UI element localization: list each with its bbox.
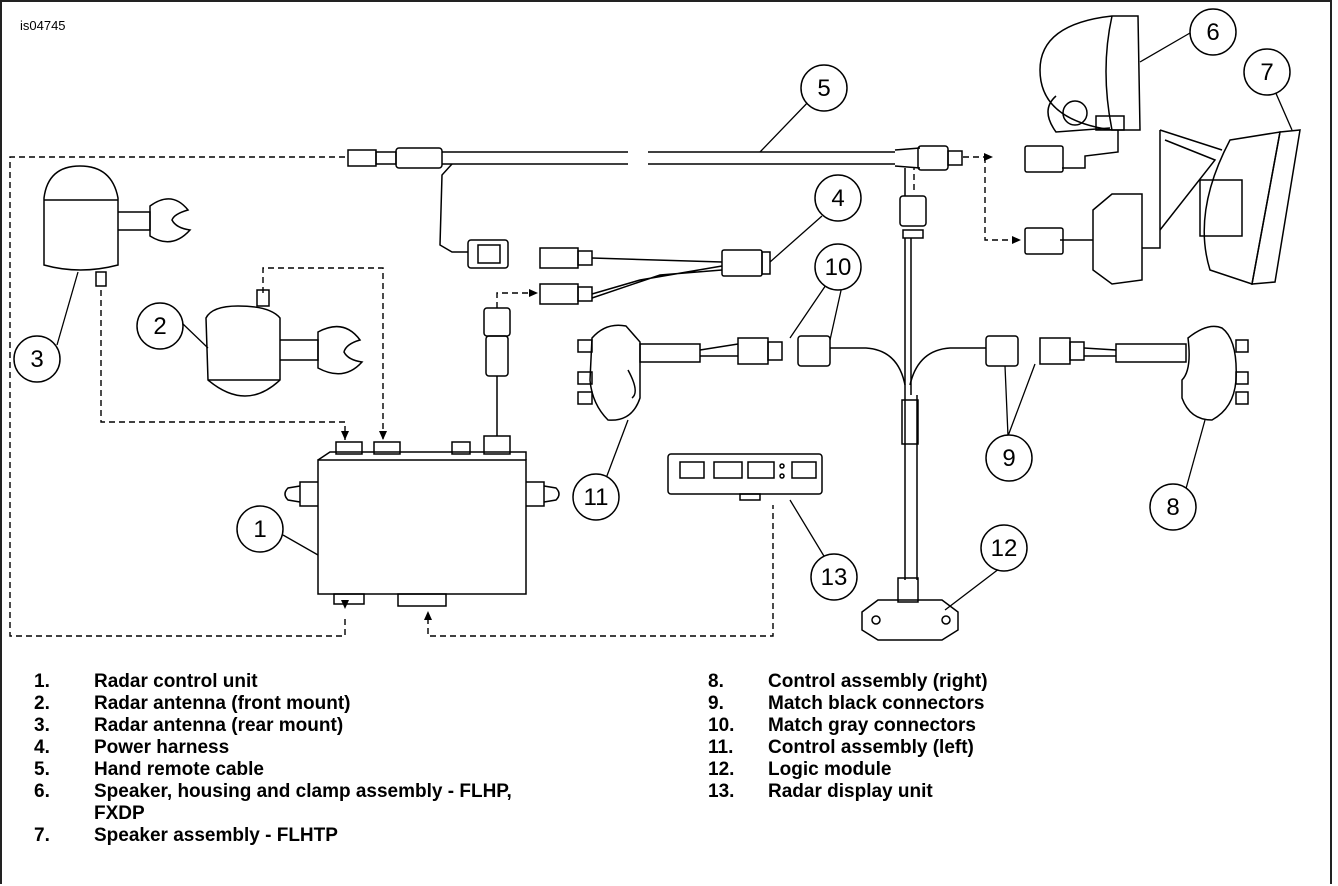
speaker-assembly	[1024, 129, 1301, 285]
svg-text:11: 11	[584, 484, 609, 511]
callout-8: 8	[1149, 483, 1197, 531]
dashed-routing-lines	[9, 156, 1015, 637]
svg-text:2: 2	[153, 313, 166, 340]
callout-12: 12	[980, 524, 1028, 572]
wiring-diagram: 1 2 3 4 5 6 7 8	[9, 8, 1301, 641]
legend-item: 1.Radar control unit	[34, 671, 258, 692]
callout-5: 5	[800, 64, 848, 112]
legend-item: 5.Hand remote cable	[34, 759, 264, 780]
callout-3: 3	[13, 335, 61, 383]
legend-left-column: 1.Radar control unit 2.Radar antenna (fr…	[34, 671, 574, 847]
callout-7: 7	[1243, 48, 1291, 96]
radar-display-unit	[667, 453, 823, 501]
legend-item: 8.Control assembly (right)	[708, 671, 988, 692]
legend-item: 10.Match gray connectors	[708, 715, 976, 736]
callouts: 1 2 3 4 5 6 7 8	[13, 8, 1291, 601]
rear-mount-antenna	[43, 165, 192, 287]
callout-13: 13	[810, 553, 858, 601]
callout-10: 10	[814, 243, 862, 291]
callout-1: 1	[236, 505, 284, 553]
callout-11: 11	[572, 473, 620, 521]
figure-id: is04745	[20, 18, 66, 33]
callout-2: 2	[136, 302, 184, 350]
legend-item: 12.Logic module	[708, 759, 892, 780]
legend-item: 3.Radar antenna (rear mount)	[34, 715, 344, 736]
power-harness	[539, 247, 771, 305]
legend-item: 4.Power harness	[34, 737, 230, 758]
control-assembly-left	[577, 324, 906, 421]
legend-item: 13.Radar display unit	[708, 781, 933, 802]
svg-text:12: 12	[991, 535, 1018, 562]
hand-remote-cable	[347, 145, 963, 269]
svg-text:13: 13	[821, 564, 848, 591]
radar-control-unit	[284, 307, 560, 607]
callout-4: 4	[814, 174, 862, 222]
callout-9: 9	[985, 434, 1033, 482]
svg-text:3: 3	[30, 346, 43, 373]
control-assembly-right	[909, 325, 1249, 421]
legend-item: 2.Radar antenna (front mount)	[34, 693, 351, 714]
front-mount-antenna	[205, 289, 364, 397]
svg-text:6: 6	[1206, 19, 1219, 46]
legend-item: 6.Speaker, housing and clamp assembly - …	[34, 781, 512, 824]
legend-item: 11.Control assembly (left)	[708, 737, 974, 758]
arrowheads	[341, 153, 1021, 620]
speaker-housing-clamp	[1024, 15, 1141, 173]
legend-item: 7.Speaker assembly - FLHTP	[34, 825, 338, 846]
svg-text:8: 8	[1166, 494, 1179, 521]
legend-item: 9.Match black connectors	[708, 693, 985, 714]
svg-text:9: 9	[1002, 445, 1015, 472]
callout-6: 6	[1189, 8, 1237, 56]
svg-text:1: 1	[253, 516, 266, 543]
svg-text:7: 7	[1260, 59, 1273, 86]
legend-right-column: 8.Control assembly (right) 9.Match black…	[708, 671, 1308, 803]
svg-text:5: 5	[817, 75, 830, 102]
svg-text:10: 10	[825, 254, 852, 281]
svg-text:4: 4	[831, 185, 844, 212]
logic-module	[861, 238, 959, 641]
